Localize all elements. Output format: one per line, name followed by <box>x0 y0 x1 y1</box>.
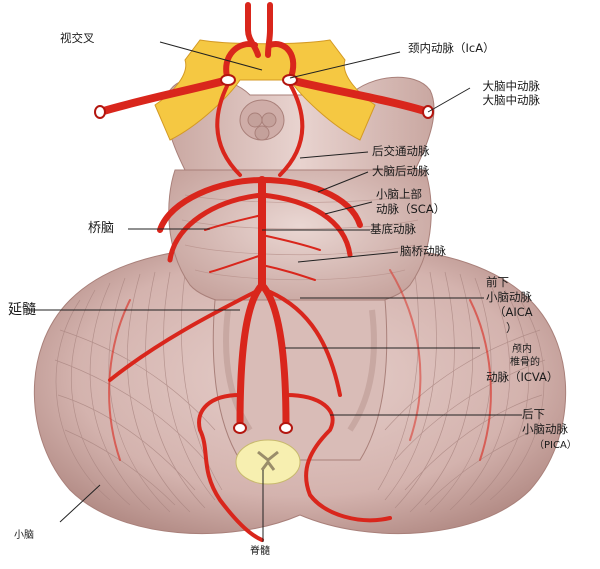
optic-chiasm <box>154 39 376 141</box>
label-icva-2: 椎骨的 <box>510 357 540 368</box>
spinal-cord <box>235 439 301 485</box>
label-sca-2: 动脉（SCA） <box>376 202 446 216</box>
label-icva-1: 颅内 <box>512 344 532 355</box>
arteries <box>96 2 492 542</box>
label-optic-chiasm: 视交叉 <box>60 31 95 45</box>
label-aica-4: ） <box>506 321 518 335</box>
label-pica-1: 后下 <box>522 407 545 421</box>
label-pons: 桥脑 <box>88 221 115 236</box>
label-medulla: 延髓 <box>8 302 36 318</box>
label-pca: 大脑后动脉 <box>372 164 430 178</box>
label-spinal-cord: 脊髓 <box>250 546 270 557</box>
label-sca-1: 小脑上部 <box>376 187 422 201</box>
label-pica-2: 小脑动脉 <box>522 422 568 436</box>
label-aica-3: （AICA <box>494 305 533 319</box>
label-ica: 颈内动脉（IcA） <box>408 41 495 55</box>
vessel-ends <box>94 74 434 434</box>
label-pontine: 脑桥动脉 <box>400 244 446 258</box>
label-basilar: 基底动脉 <box>370 222 416 236</box>
label-aica-1: 前下 <box>486 275 509 289</box>
label-pica-3: （PICA） <box>534 440 577 451</box>
leader-lines <box>26 41 522 542</box>
medulla <box>212 299 388 461</box>
label-icva-3: 动脉（ICVA） <box>486 370 559 384</box>
label-mca-2: 大脑中动脉 <box>482 93 541 107</box>
mammillary-bodies <box>239 99 285 141</box>
label-cerebellum: 小脑 <box>14 530 34 541</box>
label-aica-2: 小脑动脉 <box>486 290 532 304</box>
label-pcom: 后交通动脉 <box>372 144 430 158</box>
label-mca-1: 大脑中动脉 <box>482 79 541 93</box>
